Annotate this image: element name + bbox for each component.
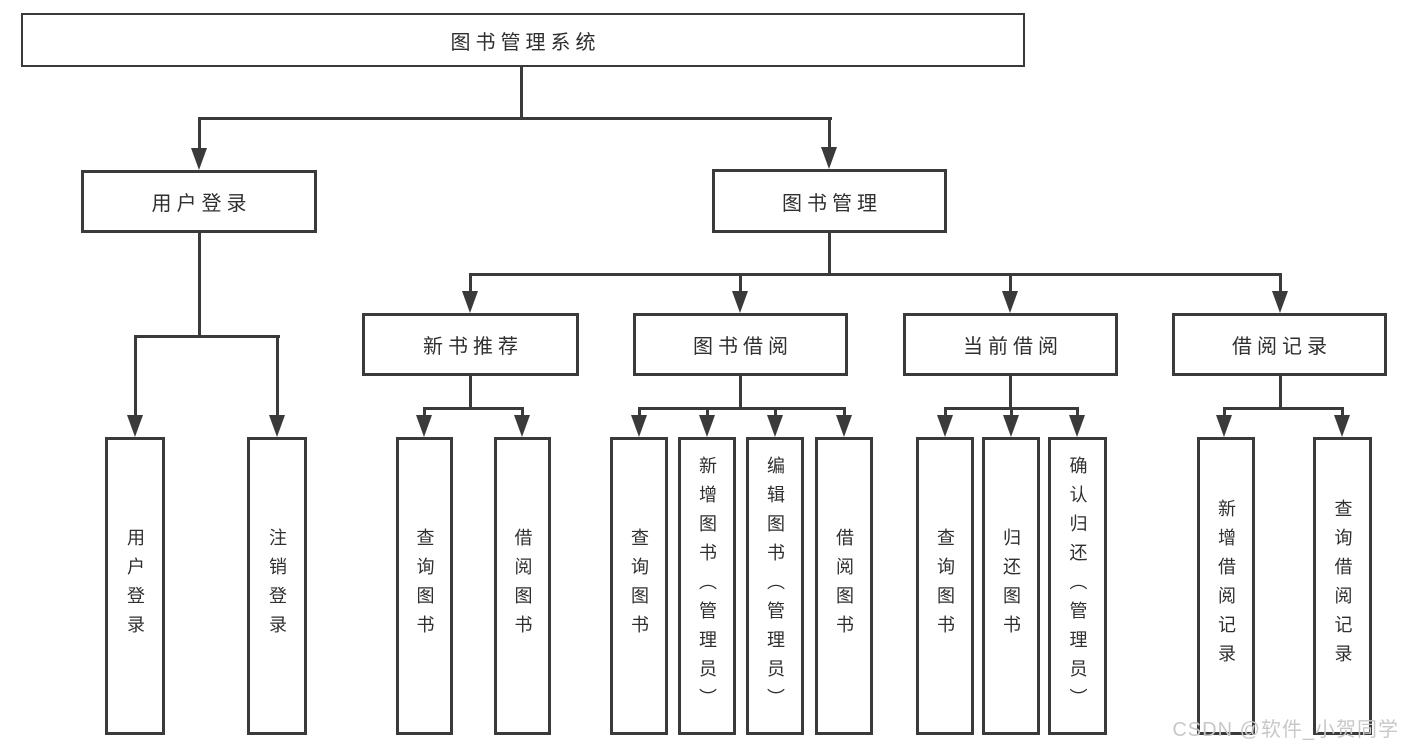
connector-level3-branch [469, 273, 1282, 276]
arrowhead-cb-confirm [1069, 415, 1085, 437]
arrowhead-borrow-records [1272, 291, 1288, 313]
connector-to-nbr-query [423, 407, 426, 419]
connector-to-br-add [1223, 407, 1226, 419]
connector-level2-branch [198, 117, 832, 120]
arrowhead-cb-return [1003, 415, 1019, 437]
connector-to-bb-edit [774, 407, 777, 419]
connector-to-book-mgmt [828, 117, 831, 150]
node-new-book-recommend: 新书推荐 [362, 313, 579, 376]
connector-to-book-borrow [739, 273, 742, 295]
arrowhead-cb-query [937, 415, 953, 437]
leaf-nbr-query-books-label: 查询图书 [414, 528, 435, 644]
leaf-nbr-query-books: 查询图书 [396, 437, 453, 735]
connector-to-leaf-user-login [134, 335, 137, 418]
connector-new-book-branch [423, 407, 524, 410]
arrowhead-book-borrow [732, 291, 748, 313]
connector-user-login-branch [134, 335, 280, 338]
node-book-borrow: 图书借阅 [633, 313, 848, 376]
arrowhead-leaf-user-login [127, 415, 143, 437]
leaf-bb-borrow-books-label: 借阅图书 [834, 528, 854, 644]
arrowhead-br-query [1334, 415, 1350, 437]
leaf-bb-edit-books-admin-label: 编辑图书（管理员） [765, 455, 785, 717]
node-borrow-records: 借阅记录 [1172, 313, 1387, 376]
connector-user-login-stem [198, 233, 201, 338]
arrowhead-nbr-borrow [514, 415, 530, 437]
arrowhead-new-book [462, 291, 478, 313]
node-book-management: 图书管理 [712, 169, 947, 233]
leaf-logout: 注销登录 [247, 437, 307, 735]
leaf-cb-return-books: 归还图书 [982, 437, 1040, 735]
leaf-bb-edit-books-admin: 编辑图书（管理员） [746, 437, 804, 735]
csdn-watermark: CSDN @软件_小贺同学 [1172, 719, 1399, 741]
leaf-br-query-record-label: 查询借阅记录 [1332, 499, 1353, 673]
leaf-bb-add-books-admin-label: 新增图书（管理员） [697, 455, 717, 717]
leaf-logout-label: 注销登录 [267, 528, 287, 644]
connector-to-leaf-logout [276, 335, 279, 418]
connector-to-cb-query [944, 407, 947, 419]
connector-to-br-query [1341, 407, 1344, 419]
connector-book-borrow-branch [638, 407, 846, 410]
arrowhead-bb-add [699, 415, 715, 437]
connector-to-bb-add [706, 407, 709, 419]
arrowhead-bb-query [631, 415, 647, 437]
leaf-nbr-borrow-books-label: 借阅图书 [512, 528, 533, 644]
leaf-bb-borrow-books: 借阅图书 [815, 437, 873, 735]
connector-to-new-book [469, 273, 472, 295]
connector-book-borrow-stem [739, 376, 742, 410]
arrowhead-user-login [191, 148, 207, 170]
arrowhead-leaf-logout [269, 415, 285, 437]
arrowhead-current-borrow [1002, 291, 1018, 313]
connector-root-stem [520, 67, 523, 120]
connector-to-user-login [198, 117, 201, 151]
leaf-cb-query-books-label: 查询图书 [935, 528, 955, 644]
connector-to-bb-query [638, 407, 641, 419]
leaf-nbr-borrow-books: 借阅图书 [494, 437, 551, 735]
connector-to-cb-return [1010, 407, 1013, 419]
connector-borrow-records-branch [1223, 407, 1344, 410]
connector-to-cb-confirm [1076, 407, 1079, 419]
connector-to-borrow-records [1279, 273, 1282, 295]
connector-to-bb-borrow [843, 407, 846, 419]
connector-book-mgmt-stem [828, 233, 831, 276]
leaf-br-add-record-label: 新增借阅记录 [1216, 499, 1236, 673]
connector-new-book-stem [469, 376, 472, 410]
arrowhead-br-add [1216, 415, 1232, 437]
arrowhead-bb-borrow [836, 415, 852, 437]
leaf-bb-query-books-label: 查询图书 [629, 528, 649, 644]
node-library-management-system: 图书管理系统 [21, 13, 1025, 67]
leaf-bb-query-books: 查询图书 [610, 437, 668, 735]
leaf-bb-add-books-admin: 新增图书（管理员） [678, 437, 736, 735]
connector-borrow-records-stem [1279, 376, 1282, 410]
connector-current-borrow-stem [1009, 376, 1012, 410]
leaf-cb-return-books-label: 归还图书 [1001, 528, 1021, 644]
arrowhead-bb-edit [767, 415, 783, 437]
arrowhead-nbr-query [416, 415, 432, 437]
leaf-cb-confirm-return-admin: 确认归还（管理员） [1048, 437, 1107, 735]
leaf-user-login-label: 用户登录 [125, 528, 145, 644]
node-user-login: 用户登录 [81, 170, 317, 233]
connector-to-nbr-borrow [521, 407, 524, 419]
arrowhead-book-mgmt [821, 147, 837, 169]
leaf-br-query-record: 查询借阅记录 [1313, 437, 1372, 735]
leaf-br-add-record: 新增借阅记录 [1197, 437, 1255, 735]
connector-to-current-borrow [1009, 273, 1012, 295]
leaf-cb-query-books: 查询图书 [916, 437, 974, 735]
leaf-user-login: 用户登录 [105, 437, 165, 735]
node-current-borrow: 当前借阅 [903, 313, 1118, 376]
leaf-cb-confirm-return-admin-label: 确认归还（管理员） [1067, 455, 1088, 717]
